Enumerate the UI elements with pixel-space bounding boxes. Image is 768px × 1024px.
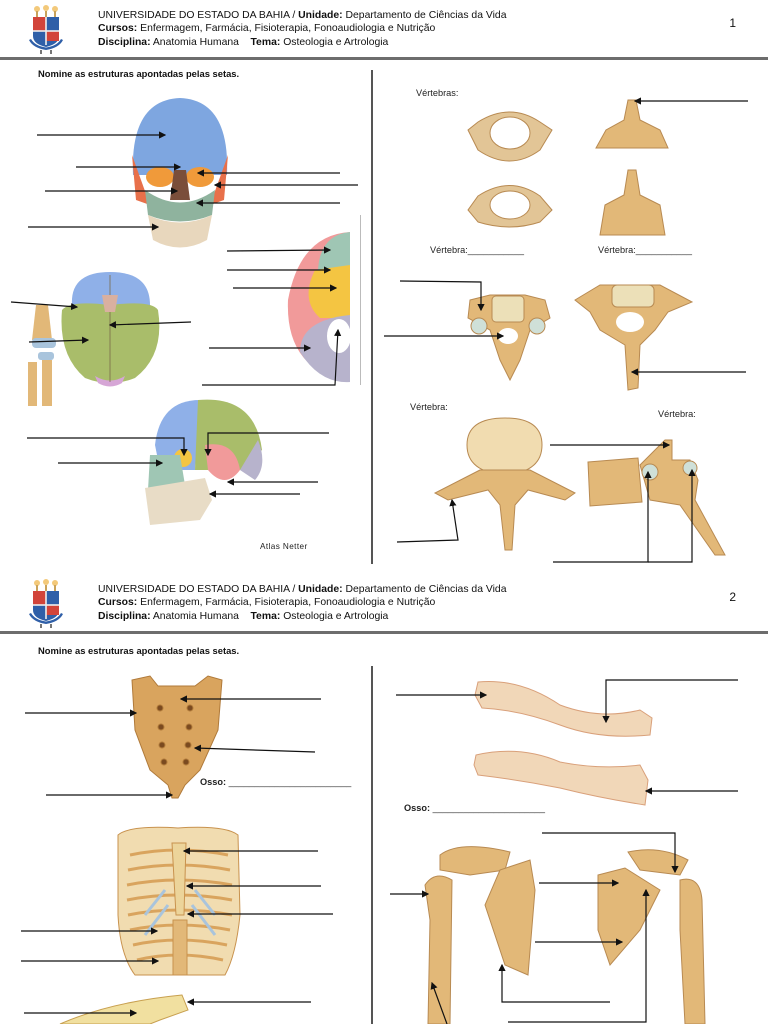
page-header: UNIVERSIDADE DO ESTADO DA BAHIA / Unidad… (0, 574, 768, 634)
clavicle-bottom-figure (59, 994, 189, 1024)
vertebra-label-4: Vértebra: (658, 409, 696, 419)
skull-anterior-figure (132, 98, 228, 248)
lumbar-vertebra-superior-figure (433, 417, 576, 551)
worksheet-page-1: UNIVERSIDADE DO ESTADO DA BAHIA / Unidad… (0, 0, 768, 564)
atlas-credit: Atlas Netter (260, 542, 308, 551)
vertebras-label: Vértebras: (416, 88, 459, 98)
elbow-joint-figure (28, 305, 56, 406)
thoracic-cage-figure (117, 826, 241, 976)
vertebra-blank-1: Vértebra:___________ (430, 245, 524, 255)
page-number: 2 (729, 590, 736, 604)
page-number: 1 (729, 16, 736, 30)
header-text: UNIVERSIDADE DO ESTADO DA BAHIA / Unidad… (98, 584, 507, 622)
skull-superior-figure (61, 272, 160, 387)
instruction-text: Nomine as estruturas apontadas pelas set… (38, 68, 240, 79)
university-crest-icon (29, 5, 63, 54)
panel-divider (360, 215, 361, 385)
header-divider (0, 631, 768, 634)
anatomy-figures-page-2 (21, 675, 738, 1024)
lumbar-vertebra-lateral-figure (587, 439, 726, 556)
cervical-vertebra-figure (467, 294, 551, 382)
osso-answer-2[interactable]: Osso: ______________________ (404, 803, 546, 813)
header-text: UNIVERSIDADE DO ESTADO DA BAHIA / Unidad… (98, 10, 507, 48)
vertebra-label-3: Vértebra: (410, 402, 448, 412)
skull-base-figure (287, 232, 351, 383)
instruction-text: Nomine as estruturas apontadas pelas set… (38, 645, 240, 656)
skull-lateral-figure (145, 399, 263, 525)
clavicle-figures (473, 681, 653, 806)
vertebra-blank-2: Vértebra:___________ (598, 245, 692, 255)
header-divider (0, 57, 768, 60)
sacrum-coccyx-figure (131, 675, 223, 799)
column-divider (371, 666, 373, 1024)
osso-answer-1[interactable]: Osso: ________________________ (200, 777, 352, 787)
shoulder-left-figure (424, 846, 536, 1024)
axis-vertebra-figures (595, 99, 669, 236)
shoulder-right-figure (597, 849, 706, 1024)
vertebra-prominens-figure (574, 284, 694, 391)
atlas-vertebra-figures (467, 111, 553, 228)
worksheet-page-2: UNIVERSIDADE DO ESTADO DA BAHIA / Unidad… (0, 570, 768, 1024)
page-header: UNIVERSIDADE DO ESTADO DA BAHIA / Unidad… (0, 0, 768, 60)
column-divider (371, 70, 373, 564)
university-crest-icon (29, 579, 63, 628)
anatomy-figures-page-1 (10, 97, 748, 563)
